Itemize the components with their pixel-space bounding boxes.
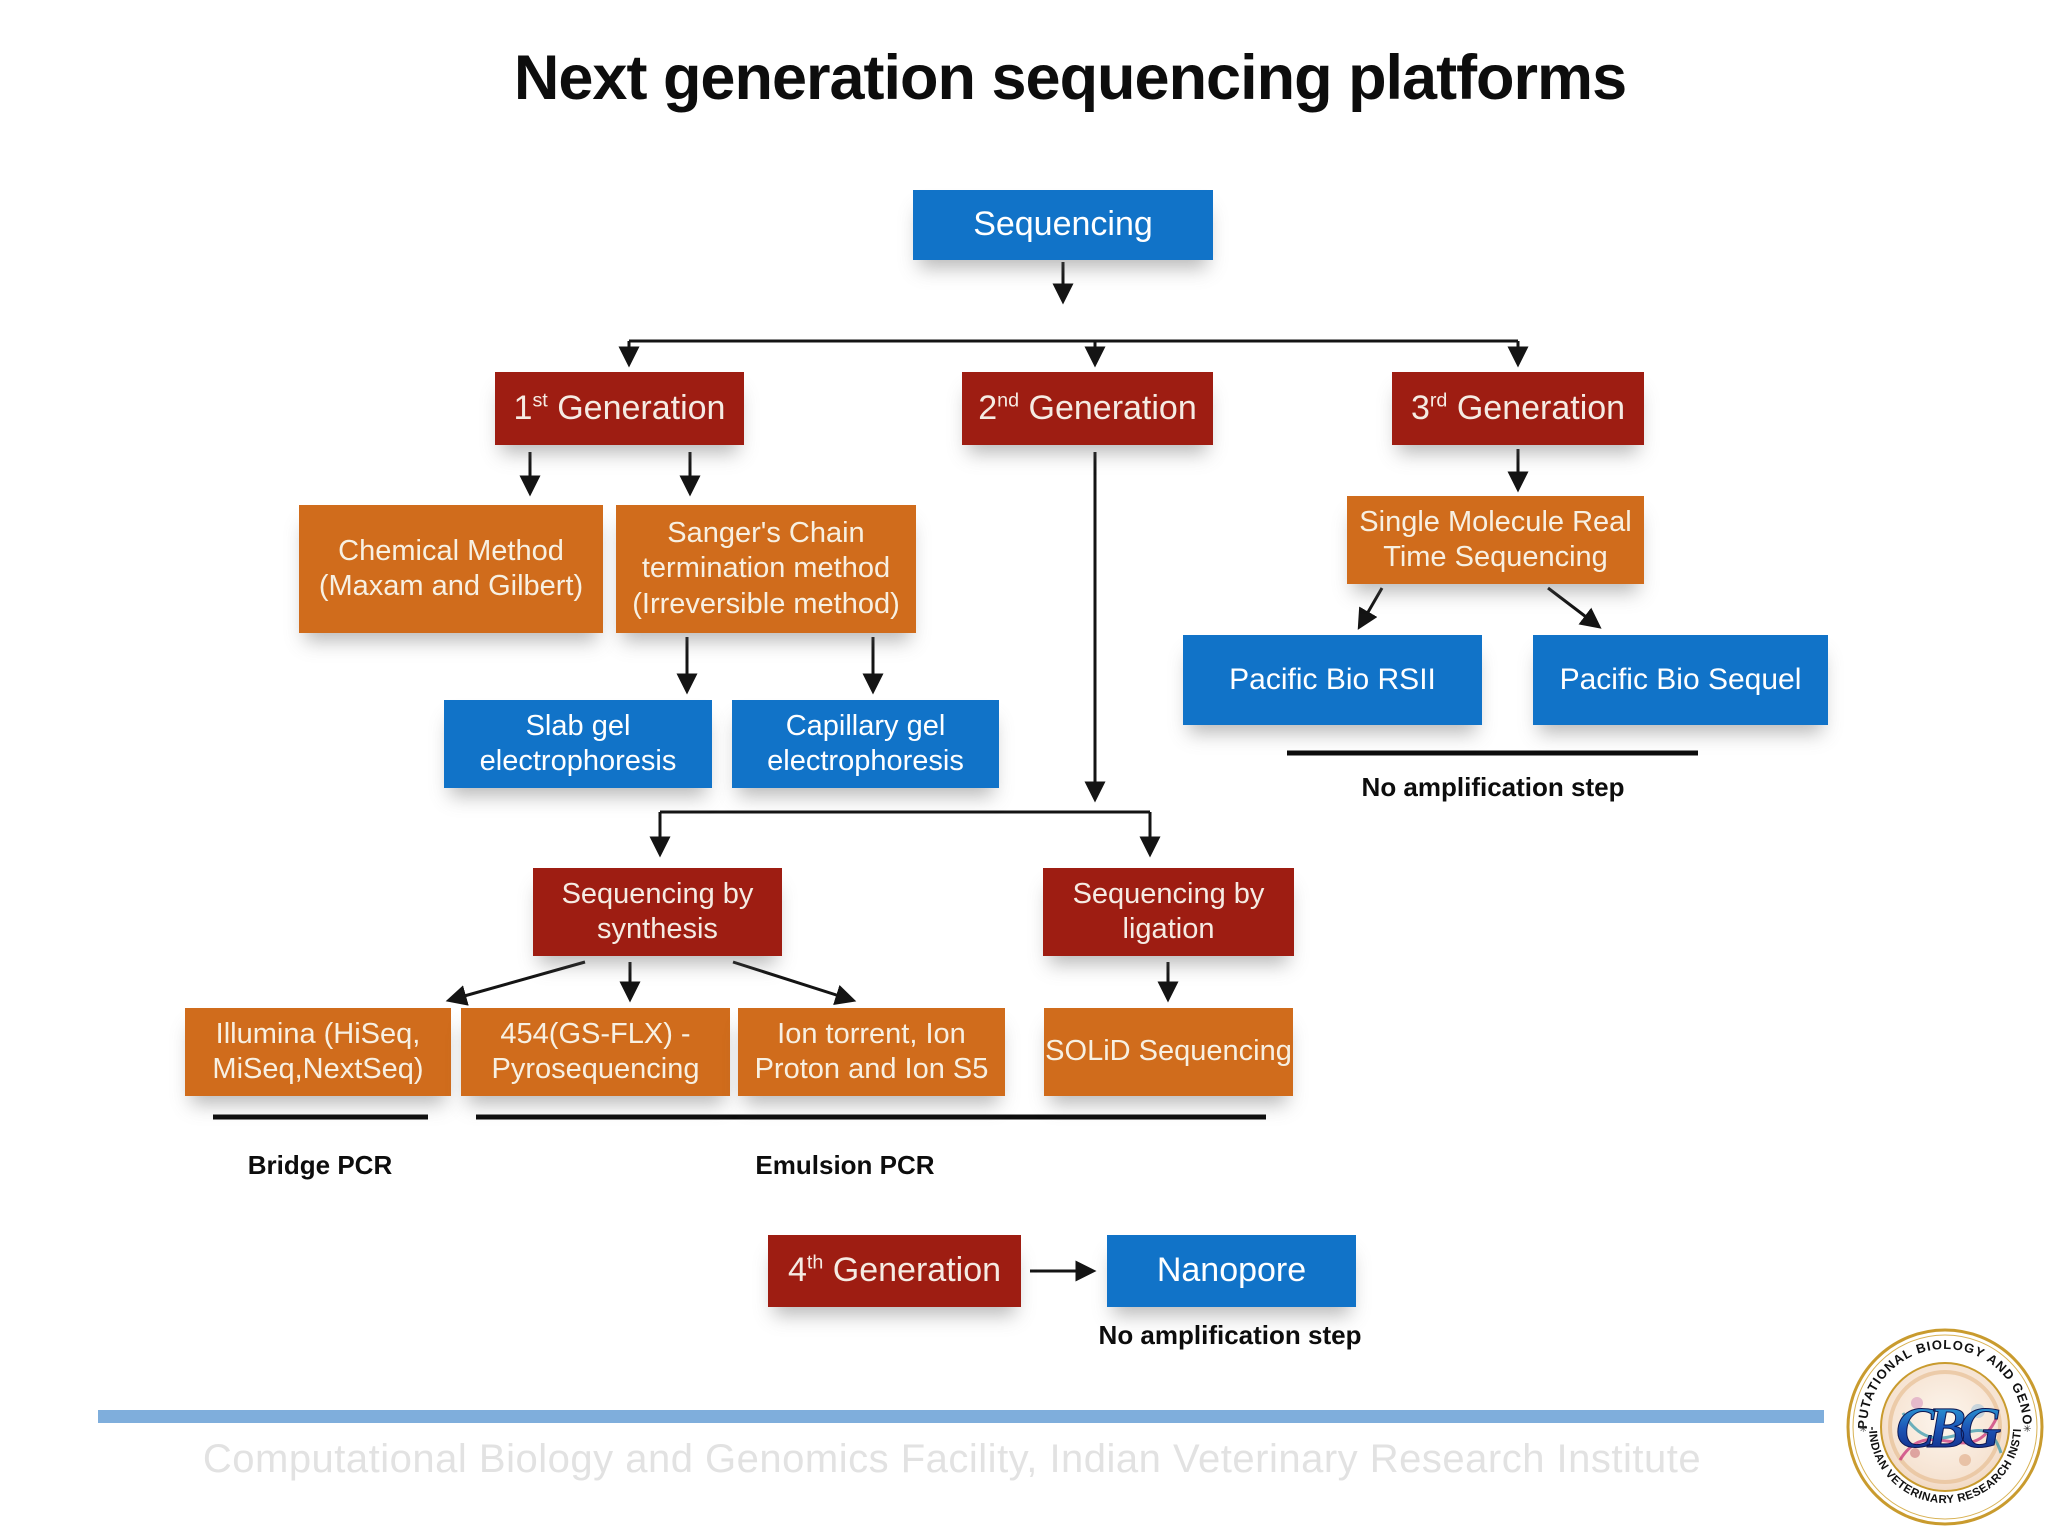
label-emulsion-pcr: Emulsion PCR <box>755 1150 935 1180</box>
node-label: 3rd Generation <box>1410 388 1626 427</box>
node-label: Sequencing <box>973 205 1153 244</box>
node-sequel: Pacific Bio Sequel <box>1533 635 1828 725</box>
node-nanopore: Nanopore <box>1107 1235 1356 1307</box>
node-label: Pacific Bio Sequel <box>1559 662 1802 696</box>
node-gen4: 4th Generation <box>768 1235 1021 1307</box>
label-no-amplification-nanopore: No amplification step <box>1098 1320 1362 1350</box>
node-label: Pacific Bio RSII <box>1229 662 1436 696</box>
node-label: SOLiD Sequencing <box>1045 1035 1292 1068</box>
node-label: Nanopore <box>1156 1251 1307 1290</box>
svg-text:✳: ✳ <box>2023 1424 2031 1435</box>
node-label: 454(GS-FLX) -Pyrosequencing <box>491 1017 700 1085</box>
cbg-logo: CBG COMPUTATIONAL BIOLOGY AND GENOMICS I… <box>1845 1325 2044 1526</box>
node-gen3: 3rd Generation <box>1392 372 1644 445</box>
node-illumina: Illumina (HiSeq,MiSeq,NextSeq) <box>185 1008 451 1096</box>
node-gsflx: 454(GS-FLX) -Pyrosequencing <box>461 1008 730 1096</box>
svg-text:✳: ✳ <box>1859 1424 1867 1435</box>
node-label: 1st Generation <box>513 388 726 427</box>
node-label: 4th Generation <box>787 1251 1002 1290</box>
node-label: 2nd Generation <box>978 388 1197 427</box>
node-label: Illumina (HiSeq,MiSeq,NextSeq) <box>212 1017 424 1085</box>
label-no-amplification-pacbio: No amplification step <box>1361 772 1625 802</box>
node-rsii: Pacific Bio RSII <box>1183 635 1482 725</box>
node-sequencing: Sequencing <box>913 190 1213 260</box>
page-title: Next generation sequencing platforms <box>513 43 1627 113</box>
footer-text: Computational Biology and Genomics Facil… <box>202 1437 1702 1481</box>
label-bridge-pcr: Bridge PCR <box>247 1150 393 1180</box>
node-gen1: 1st Generation <box>495 372 744 445</box>
node-solid: SOLiD Sequencing <box>1044 1008 1293 1096</box>
node-label: Chemical Method(Maxam and Gilbert) <box>318 534 584 602</box>
footer-accent-bar <box>98 1410 1824 1423</box>
node-gen2: 2nd Generation <box>962 372 1213 445</box>
logo-monogram: CBG <box>1896 1395 2001 1460</box>
node-chemical: Chemical Method(Maxam and Gilbert) <box>299 505 603 633</box>
